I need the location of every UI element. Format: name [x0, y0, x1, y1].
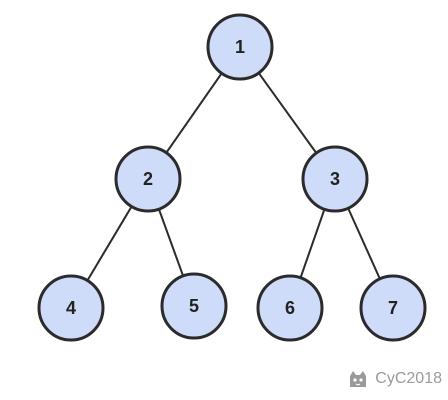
- tree-node-7: 7: [359, 274, 427, 342]
- node-circle: [206, 13, 274, 81]
- node-circle: [114, 145, 182, 213]
- watermark-text: CyC2018: [375, 370, 442, 387]
- node-circle: [359, 274, 427, 342]
- node-label: 1: [235, 37, 245, 57]
- node-circle: [301, 145, 369, 213]
- tree-node-5: 5: [160, 272, 228, 340]
- tree-node-2: 2: [114, 145, 182, 213]
- node-circle: [256, 274, 324, 342]
- tree-node-6: 6: [256, 274, 324, 342]
- node-label: 3: [330, 169, 340, 189]
- node-circle: [37, 274, 105, 342]
- node-circle: [160, 272, 228, 340]
- tree-node-3: 3: [301, 145, 369, 213]
- node-label: 7: [388, 298, 398, 318]
- watermark: CyC2018: [347, 368, 442, 390]
- node-label: 4: [66, 298, 76, 318]
- tree-nodes: 1 2 3 4 5 6 7: [37, 13, 427, 342]
- tree-node-1: 1: [206, 13, 274, 81]
- tree-node-4: 4: [37, 274, 105, 342]
- github-cat-icon: [347, 368, 369, 390]
- node-label: 2: [143, 169, 153, 189]
- node-label: 5: [189, 296, 199, 316]
- node-label: 6: [285, 298, 295, 318]
